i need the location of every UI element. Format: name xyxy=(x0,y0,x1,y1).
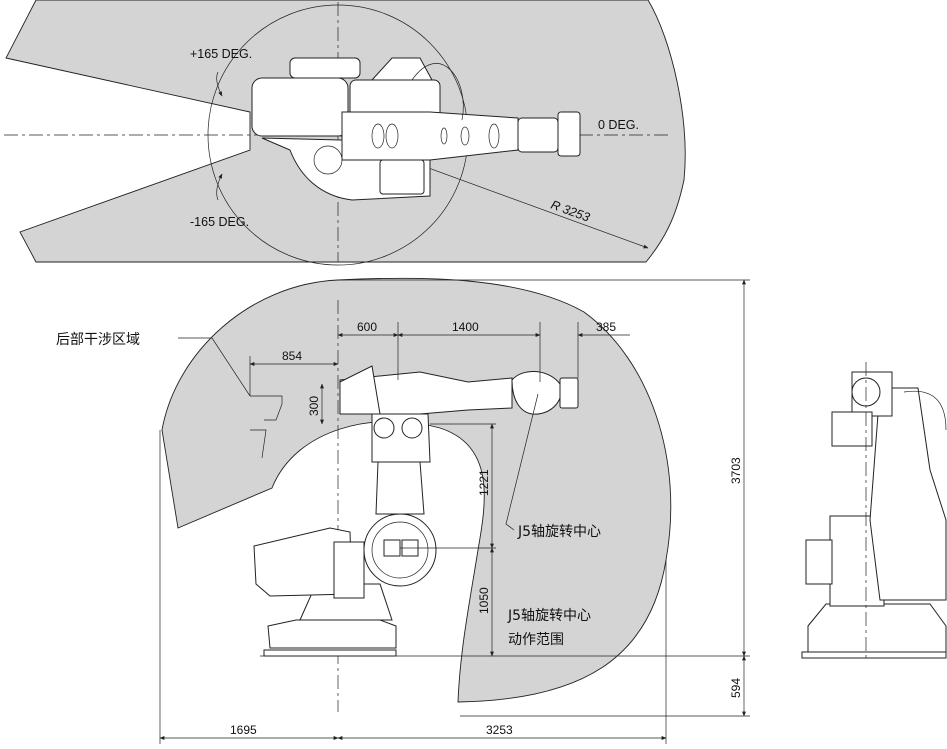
dim-1695: 1695 xyxy=(230,723,257,737)
dim-3703: 3703 xyxy=(729,457,743,484)
label-j5-range-line2: 动作范围 xyxy=(508,631,564,648)
dim-600: 600 xyxy=(357,320,377,334)
label-0-deg: 0 DEG. xyxy=(598,118,639,132)
label-minus-165: -165 DEG. xyxy=(190,215,249,229)
leader-j5-center xyxy=(505,393,539,531)
label-plus-165: +165 DEG. xyxy=(190,47,252,61)
angle-arrow-positive xyxy=(216,71,223,97)
label-j5-center: J5轴旋转中心 xyxy=(517,524,601,540)
side-view-robot xyxy=(250,365,579,657)
dim-594: 594 xyxy=(729,678,743,698)
dim-854: 854 xyxy=(282,349,302,363)
front-view-robot xyxy=(801,362,947,660)
top-view: +165 DEG. -165 DEG. 0 DEG. R 3253 xyxy=(4,0,686,266)
label-rear-interference: 后部干涉区域 xyxy=(56,332,140,348)
dim-1050: 1050 xyxy=(477,587,491,614)
angle-arrow-negative xyxy=(216,173,223,201)
dim-385: 385 xyxy=(596,320,616,334)
leader-rear-interference xyxy=(178,337,251,397)
label-j5-range-line1: J5轴旋转中心 xyxy=(507,608,591,624)
dim-3253: 3253 xyxy=(486,723,513,737)
top-view-robot xyxy=(251,57,581,201)
dim-1221: 1221 xyxy=(477,469,491,496)
dim-1400: 1400 xyxy=(452,320,479,334)
side-view: 后部干涉区域 J5轴旋转中心 J5轴旋转中心 动作范围 600 1400 385… xyxy=(56,277,750,744)
dim-300: 300 xyxy=(307,396,321,416)
